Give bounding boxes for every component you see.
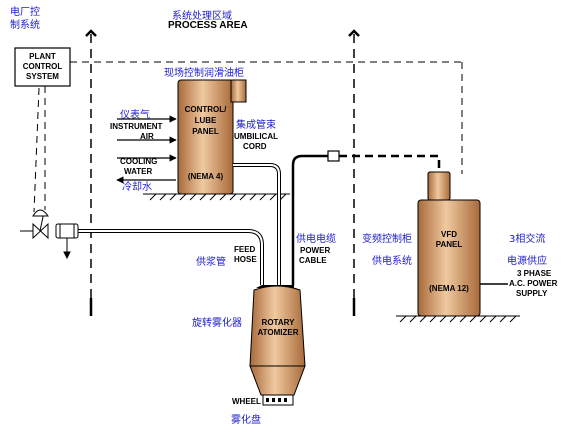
process-area-cn: 系统处理区域 (172, 11, 232, 22)
atomizer-en-2: ATOMIZER (257, 328, 299, 337)
feed-hose-en-2: HOSE (234, 255, 257, 264)
cable-connector (327, 150, 340, 162)
feed-hose-cn: 供浆管 (196, 257, 226, 268)
vfd-panel-en-2: PANEL (435, 240, 463, 249)
power-cable-en-2: CABLE (299, 256, 327, 265)
vfd-panel-body[interactable] (417, 171, 481, 317)
plant-control-en-2: CONTROL (22, 62, 63, 71)
rotary-atomizer-body[interactable] (249, 285, 306, 406)
umbilical-cord (233, 163, 281, 285)
umbilical-cn: 集成管束 (236, 120, 276, 131)
utility-arrows (116, 115, 177, 184)
plant-control-box[interactable] (14, 47, 71, 87)
cooling-water-en-2: WATER (124, 167, 153, 176)
control-valve-icon[interactable] (20, 209, 79, 260)
control-lube-panel-en-1: CONTROL/ (184, 105, 227, 114)
control-signal-lines (33, 61, 463, 213)
control-lube-panel-body[interactable] (177, 79, 234, 195)
control-lube-panel-en-3: PANEL (192, 127, 219, 136)
vfd-cable-dashed (339, 154, 441, 176)
vfd-panel-cn-2: 供电系统 (372, 256, 412, 267)
plant-control-cn-2: 制系统 (10, 20, 40, 31)
power-supply-en-2: A.C. POWER (509, 279, 558, 288)
control-lube-panel-en-2: LUBE (194, 116, 217, 125)
boundary-arrows (85, 29, 360, 316)
wheel-cn: 雾化盘 (231, 415, 261, 425)
cooling-water-cn: 冷却水 (122, 182, 152, 193)
vfd-panel-en-1: VFD (441, 230, 457, 239)
panel-junction-box (230, 79, 247, 103)
atomizer-cn: 旋转雾化器 (192, 318, 242, 329)
power-supply-cn-1: 3相交流 (509, 234, 546, 245)
atomizer-en-1: ROTARY (261, 318, 295, 327)
power-cable-en-1: POWER (300, 246, 331, 255)
power-cable-cn: 供电电缆 (296, 234, 336, 245)
power-cable (291, 154, 328, 285)
plant-control-cn-1: 电厂控 (10, 7, 40, 18)
control-lube-panel-cn: 现场控制润滑油柜 (164, 68, 244, 79)
plant-control-en-3: SYSTEM (26, 72, 59, 81)
wheel-en: WHEEL (232, 397, 261, 406)
power-supply-en-3: SUPPLY (516, 289, 548, 298)
instrument-air-en-1: INSTRUMENT (110, 122, 163, 131)
instrument-air-cn: 仪表气 (120, 110, 150, 121)
umbilical-en-1: UMBILICAL (234, 132, 278, 141)
power-supply-en-1: 3 PHASE (517, 269, 552, 278)
feed-hose-en-1: FEED (234, 245, 256, 254)
instrument-air-en-2: AIR (140, 132, 154, 141)
cooling-water-en-1: COOLING (120, 157, 158, 166)
umbilical-en-2: CORD (243, 142, 267, 151)
process-area-en: PROCESS AREA (168, 20, 248, 31)
vfd-panel-rating: (NEMA 12) (429, 284, 469, 293)
vfd-panel-cn-1: 变频控制柜 (362, 234, 412, 245)
plant-control-en-1: PLANT (29, 52, 56, 61)
power-supply-cn-2: 电源供应 (507, 256, 547, 267)
process-area-boundary (90, 34, 355, 315)
control-lube-panel-rating: (NEMA 4) (187, 172, 224, 181)
